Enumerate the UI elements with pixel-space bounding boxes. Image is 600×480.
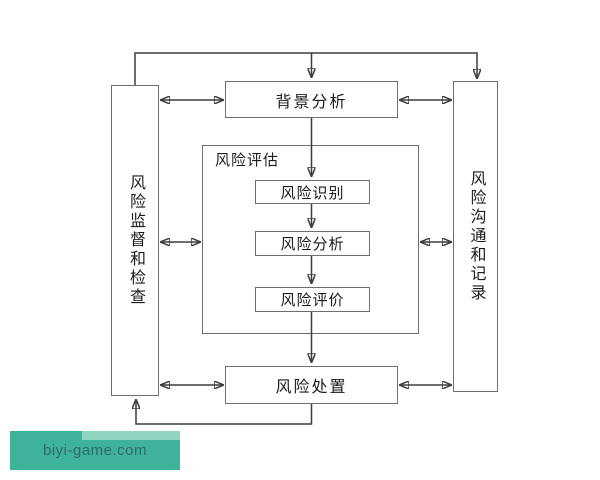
- node-risk-treatment-label: 风险处置: [275, 379, 348, 396]
- watermark-light-strip: [82, 431, 180, 440]
- node-risk-supervision-label: 风险监督和检查: [127, 174, 144, 307]
- node-risk-treatment: 风险处置: [225, 366, 398, 404]
- node-risk-analysis-label: 风险分析: [280, 236, 345, 253]
- node-risk-supervision: 风险监督和检查: [111, 85, 159, 396]
- node-background-analysis: 背景分析: [225, 81, 398, 118]
- node-risk-analysis: 风险分析: [255, 231, 370, 256]
- node-risk-communication-label: 风险沟通和记录: [467, 170, 485, 303]
- node-risk-evaluation: 风险评价: [255, 287, 370, 312]
- risk-assessment-container: 风险评估: [202, 145, 419, 334]
- watermark-text: biyi-game.com: [42, 442, 148, 459]
- node-background-analysis-label: 背景分析: [275, 93, 348, 111]
- node-risk-identification: 风险识别: [255, 180, 370, 204]
- watermark-badge: biyi-game.com: [10, 431, 180, 470]
- node-risk-communication: 风险沟通和记录: [453, 81, 498, 392]
- node-risk-evaluation-label: 风险评价: [280, 292, 345, 309]
- node-risk-identification-label: 风险识别: [280, 184, 345, 202]
- risk-assessment-label: 风险评估: [215, 152, 280, 169]
